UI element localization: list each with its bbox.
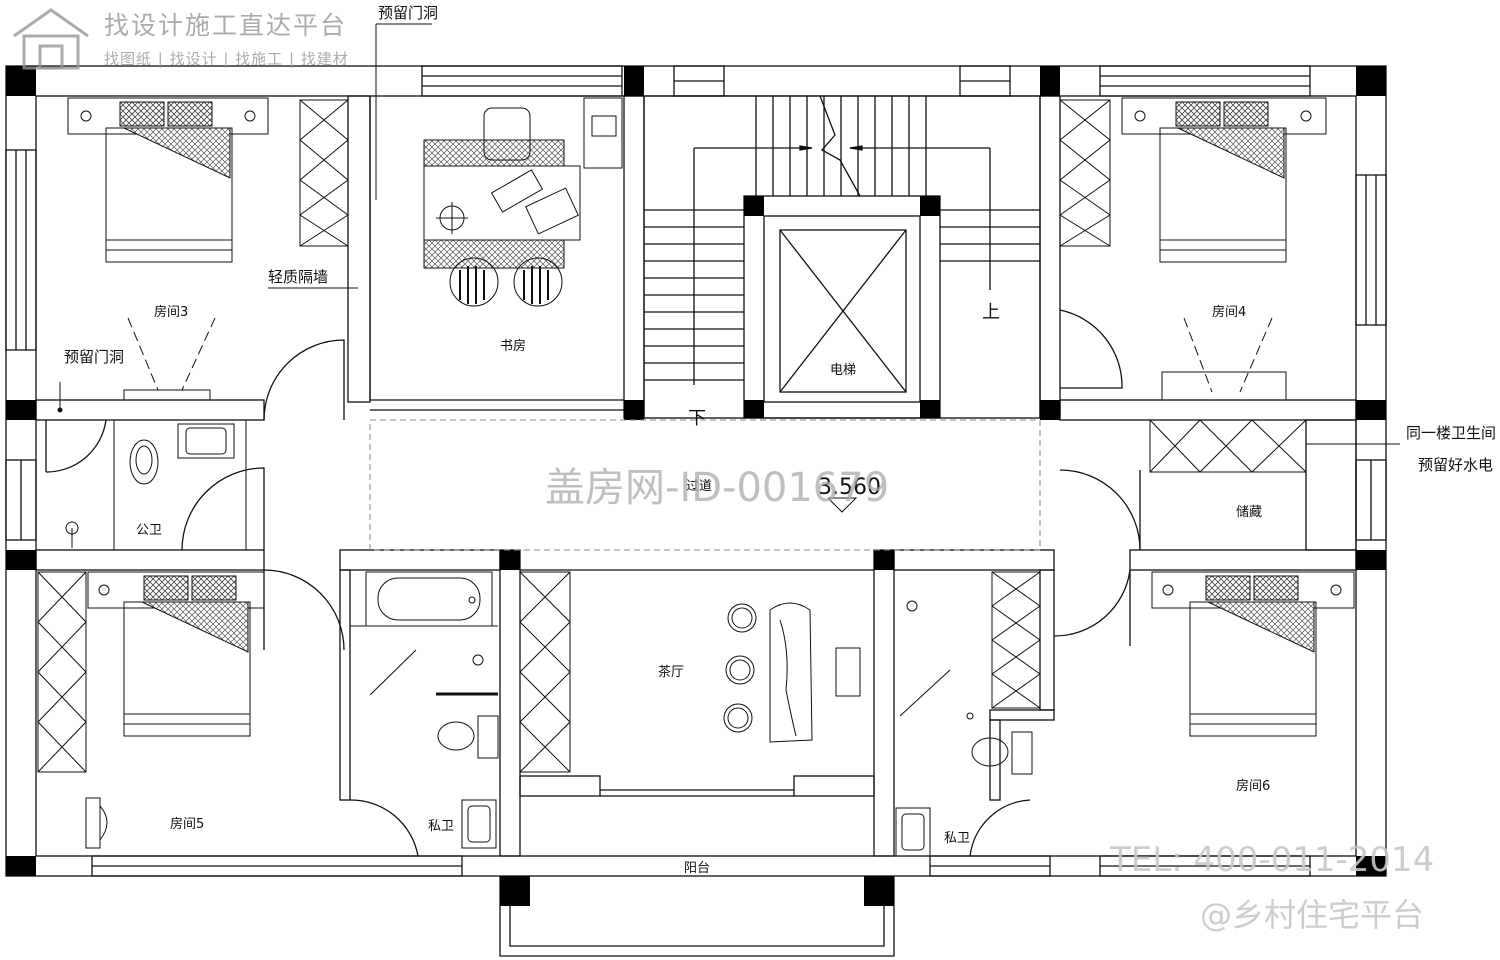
room3-label: 房间3 xyxy=(154,304,188,320)
level-mark: 3.560 xyxy=(818,475,881,500)
room5-desk xyxy=(85,797,108,849)
tea-room-label: 茶厅 xyxy=(658,664,684,680)
private-bath-left-fixtures xyxy=(350,571,499,849)
study-furniture xyxy=(423,97,623,307)
stair-down-mark: 下 xyxy=(688,408,706,429)
room4-label: 房间4 xyxy=(1212,304,1246,320)
balcony-label: 阳台 xyxy=(684,861,710,876)
watermark-top-subtitle: 找图纸 | 找设计 | 找施工 | 找建材 xyxy=(104,50,349,68)
watermark-top-title: 找设计施工直达平台 xyxy=(104,11,348,40)
private-bath-right-fixtures xyxy=(895,600,1033,857)
room-labels: 房间3 书房 电梯 房间4 公卫 过道 储藏 茶厅 房间5 私卫 房间6 私卫 … xyxy=(136,304,1270,876)
columns xyxy=(6,66,1386,906)
door-opening-left-note: 预留门洞 xyxy=(64,348,124,366)
staircase xyxy=(643,95,1041,419)
same-floor-bath-note-line1: 同一楼卫生间 xyxy=(1406,424,1496,442)
storage-label: 储藏 xyxy=(1236,505,1262,520)
leaders xyxy=(268,23,1400,513)
watermark-brand: @乡村住宅平台 xyxy=(1200,896,1425,934)
annotations: 预留门洞 轻质隔墙 预留门洞 同一楼卫生间 预留好水电 下 上 3.560 xyxy=(64,4,1496,500)
elevator-label: 电梯 xyxy=(830,363,856,378)
study-label: 书房 xyxy=(500,338,526,354)
private-wc-left-label: 私卫 xyxy=(428,819,454,834)
corridor-label: 过道 xyxy=(686,479,712,494)
room5-label: 房间5 xyxy=(170,816,204,832)
wardrobes xyxy=(37,99,1307,773)
private-wc-right-label: 私卫 xyxy=(944,831,970,846)
public-bath-fixtures xyxy=(57,382,247,551)
house-logo-icon xyxy=(13,8,89,70)
stair-up-mark: 上 xyxy=(982,302,1000,323)
corridor-outline xyxy=(369,419,1041,551)
light-partition-note: 轻质隔墙 xyxy=(268,268,328,286)
tv-units xyxy=(123,317,1287,401)
windows xyxy=(5,65,1387,877)
watermark-center: 盖房网-ID-001679 xyxy=(545,465,890,511)
door-opening-top-note: 预留门洞 xyxy=(378,4,438,22)
same-floor-bath-note-line2: 预留好水电 xyxy=(1418,456,1493,474)
public-wc-label: 公卫 xyxy=(136,523,162,538)
balcony-railing xyxy=(499,876,895,957)
beds xyxy=(67,97,1355,737)
watermark-tel: TEL: 400-011-2014 xyxy=(1110,840,1435,880)
room6-label: 房间6 xyxy=(1236,778,1270,794)
tea-furniture xyxy=(723,602,861,743)
